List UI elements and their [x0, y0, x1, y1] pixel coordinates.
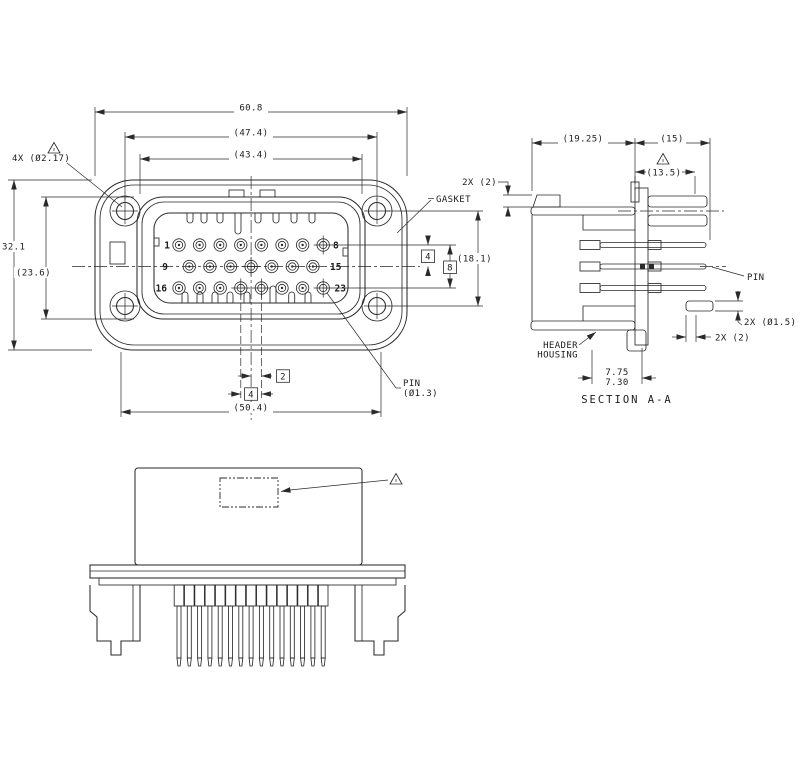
- flange-side: [89, 564, 406, 579]
- locating-peg: [685, 300, 714, 312]
- dim-peg-dia: 2X (Ø1.5): [744, 317, 796, 328]
- dim-shroud-height: (23.6): [16, 269, 51, 279]
- mount-leg-left: [89, 585, 141, 656]
- flag-note-2-icon: [656, 152, 670, 165]
- dim-flange-width-lower: (50.4): [234, 404, 269, 414]
- dim-row-span: 8: [447, 264, 453, 274]
- connector-body: [134, 467, 363, 566]
- pin-number-8: 8: [333, 241, 339, 252]
- note-mount-holes: 4X (Ø2.17): [12, 153, 70, 164]
- dim-width-overall: 60.8: [239, 104, 262, 114]
- solder-tails: [173, 584, 329, 667]
- flag-note-1-icon: [47, 141, 61, 154]
- bottom-leg: [626, 329, 647, 352]
- dim-tail-lower: 7.30: [605, 378, 628, 388]
- polarizing-rib-right: [259, 189, 276, 198]
- shroud-bottom-wall: [530, 320, 636, 331]
- dim-peg-offset: 2X (2): [715, 334, 750, 344]
- dim-mount-hole-span-v: (18.1): [457, 255, 492, 265]
- label-pin-dia: (Ø1.3): [403, 388, 438, 399]
- keying-slot: [109, 241, 126, 265]
- shroud-outer: [136, 196, 366, 320]
- side-notch-left: [153, 237, 160, 247]
- side-view-connector: [89, 467, 406, 667]
- dim-pin-protrusion: (13.5): [647, 169, 682, 179]
- flange-outline: [94, 179, 408, 351]
- pin-number-23: 23: [335, 284, 347, 295]
- side-notch-right: [342, 247, 349, 257]
- cavity-wall: [153, 212, 349, 304]
- dim-col-pitch: 4: [248, 390, 254, 400]
- dim-col-stagger: 2: [280, 372, 286, 382]
- dim-depth-left: (19.25): [563, 135, 604, 145]
- label-section-pin: PIN: [747, 273, 764, 283]
- flange-inner-edge: [99, 184, 403, 346]
- front-view-connector-face: 1 8 9 15 16 23 60.8 (47.4) (43.4) 32.1 (…: [0, 102, 496, 420]
- section-view-a-a: (19.25) (15) (13.5) 2X (2) PIN 2X (Ø1.5): [462, 133, 796, 406]
- pin-grid: [172, 235, 333, 298]
- gasket-groove: [141, 201, 361, 315]
- pin-number-16: 16: [156, 284, 168, 295]
- dim-tail-upper: 7.75: [605, 368, 628, 378]
- top-step: [532, 194, 561, 208]
- mount-boss-upper: [647, 195, 708, 208]
- label-header-housing-1: HEADER: [543, 341, 578, 351]
- pin-number-1: 1: [164, 241, 170, 252]
- pin-number-9: 9: [162, 262, 168, 273]
- label-header-housing-2: HOUSING: [537, 351, 578, 361]
- label-gasket: GASKET: [436, 195, 471, 205]
- label-pin: PIN: [403, 379, 420, 389]
- flag-note-3-icon: [389, 472, 403, 485]
- section-title: SECTION A-A: [581, 394, 673, 406]
- pin-number-15: 15: [330, 262, 342, 273]
- mount-leg-right: [354, 585, 406, 656]
- dim-height-overall: 32.1: [2, 243, 25, 253]
- marking-area: [219, 477, 279, 508]
- dim-row-pitch: 4: [425, 253, 431, 263]
- cavity-tabs: [181, 213, 316, 303]
- dim-step: 2X (2): [462, 178, 497, 188]
- dim-mount-hole-span-h: (47.4): [234, 129, 269, 139]
- polarizing-rib-left: [228, 189, 245, 198]
- dim-shroud-width: (43.4): [234, 151, 269, 161]
- dim-depth-right: (15): [660, 135, 683, 145]
- flange-underside: [98, 577, 397, 586]
- mount-boss-lower: [647, 214, 708, 227]
